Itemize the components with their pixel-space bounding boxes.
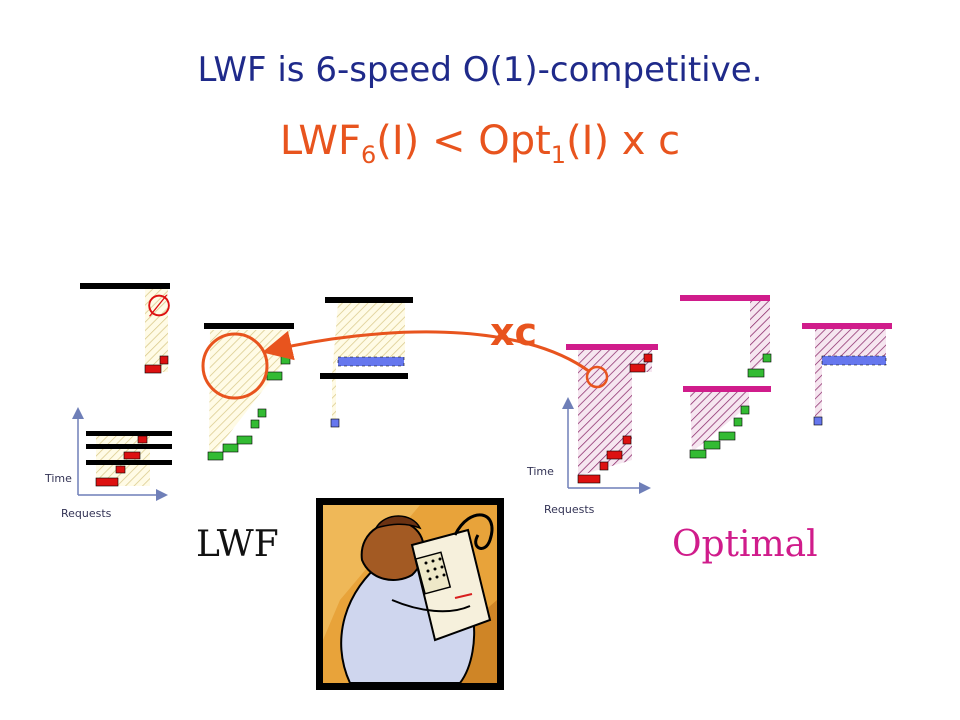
- opt-axes: [562, 397, 651, 494]
- lwf-blue-column: [320, 297, 413, 428]
- red-block: [629, 363, 646, 373]
- red-block: [115, 465, 126, 474]
- small-highlight-circle: [585, 365, 609, 389]
- green-block: [207, 451, 224, 461]
- opt-red-column: [566, 344, 658, 484]
- opt-time-axis-label: Time: [527, 465, 554, 478]
- red-block: [123, 451, 141, 460]
- lwf-time-axis-label: Time: [45, 472, 72, 485]
- formula-lhs: LWF: [279, 118, 361, 164]
- formula-middle: (I) < Opt: [376, 118, 551, 164]
- red-block: [622, 435, 632, 445]
- competitive-formula: LWF6(I) < Opt1(I) x c: [0, 118, 960, 169]
- lwf-axes: [72, 407, 168, 501]
- red-block: [159, 355, 169, 365]
- green-block: [250, 419, 260, 429]
- red-block: [643, 353, 653, 363]
- lwf-red-column: [80, 283, 170, 374]
- formula-end: (I) x c: [566, 118, 681, 164]
- green-block: [222, 443, 239, 453]
- green-block: [733, 417, 743, 427]
- green-block: [236, 435, 253, 445]
- slide-title: LWF is 6-speed O(1)-competitive.: [197, 50, 763, 90]
- green-block: [747, 368, 765, 378]
- blue-block: [821, 355, 887, 366]
- formula-rhs-subscript: 1: [550, 141, 567, 169]
- comparison-arrow: [262, 330, 591, 374]
- blue-block: [337, 356, 405, 367]
- green-block: [689, 449, 707, 459]
- red-block: [144, 364, 162, 374]
- lwf-small-stack: [86, 431, 172, 487]
- green-block: [280, 355, 291, 365]
- lwf-green-column: [201, 323, 294, 461]
- person-reading-document-icon: [316, 498, 504, 690]
- opt-blue-column: [802, 323, 892, 426]
- lwf-requests-axis-label: Requests: [61, 507, 112, 520]
- green-block: [740, 405, 750, 415]
- green-block: [718, 431, 736, 441]
- red-block: [606, 450, 623, 460]
- red-block: [599, 461, 609, 471]
- highlight-circle: [201, 332, 269, 400]
- opt-green-column-top: [680, 295, 772, 378]
- green-block: [266, 371, 283, 381]
- green-block: [703, 440, 721, 450]
- optimal-panel-label: Optimal: [672, 524, 818, 565]
- red-block: [137, 435, 148, 444]
- red-block: [577, 474, 601, 484]
- xc-label: xc: [490, 310, 538, 354]
- empty-set-symbol: ∅: [146, 289, 173, 324]
- opt-requests-axis-label: Requests: [544, 503, 595, 516]
- blue-block: [330, 418, 340, 428]
- opt-green-column-bottom: [683, 386, 771, 459]
- green-block: [762, 353, 772, 363]
- red-block: [95, 477, 119, 487]
- lwf-panel-label: LWF: [196, 524, 279, 565]
- blue-block: [813, 416, 823, 426]
- formula-lhs-subscript: 6: [360, 141, 377, 169]
- green-block: [257, 408, 267, 418]
